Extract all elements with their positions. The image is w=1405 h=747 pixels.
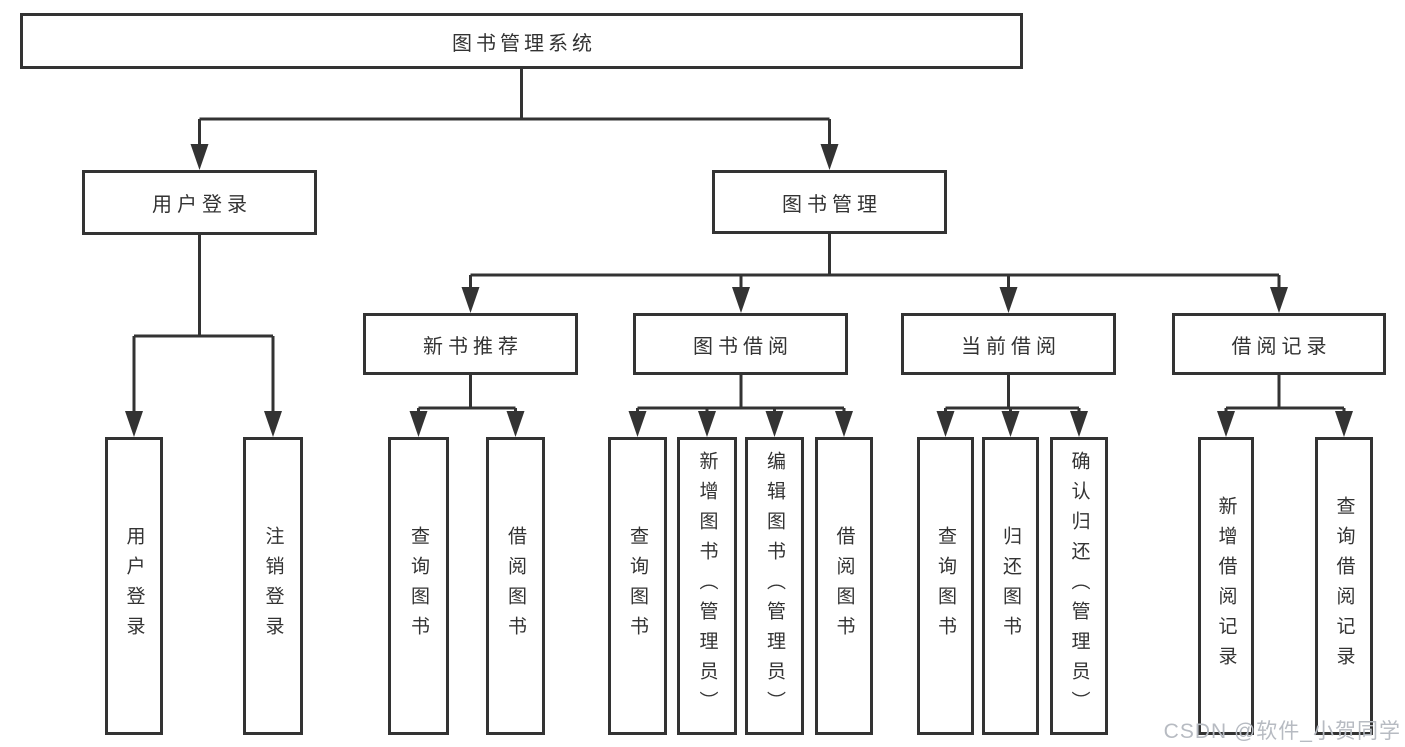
node-label: 当前借阅: [961, 335, 1061, 358]
node-label: 查询借阅记录: [1333, 496, 1355, 676]
node-current-borrow: 当前借阅: [901, 313, 1116, 375]
node-new-book-recommend: 新书推荐: [363, 313, 578, 375]
csdn-watermark: CSDN @软件_小贺同学: [1163, 720, 1401, 743]
arrowhead-icons: [125, 144, 1353, 437]
leaf-current-confirm-return-admin: 确认归还（管理员）: [1050, 437, 1108, 735]
node-book-borrow: 图书借阅: [633, 313, 848, 375]
node-user-login: 用户登录: [82, 170, 317, 235]
node-label: 归还图书: [1000, 526, 1021, 646]
leaf-borrow-borrow-book: 借阅图书: [815, 437, 873, 735]
leaf-recommend-query-book: 查询图书: [388, 437, 449, 735]
node-label: 新增图书（管理员）: [696, 451, 718, 721]
leaf-borrow-add-book-admin: 新增图书（管理员）: [677, 437, 737, 735]
node-label: 查询图书: [935, 526, 956, 646]
node-label: 确认归还（管理员）: [1068, 451, 1090, 721]
leaf-current-return-book: 归还图书: [982, 437, 1039, 735]
node-label: 借阅记录: [1231, 335, 1332, 358]
node-label: 新增借阅记录: [1215, 496, 1237, 676]
leaf-record-query-borrow-record: 查询借阅记录: [1315, 437, 1373, 735]
node-label: 借阅图书: [505, 526, 526, 646]
node-label: 用户登录: [123, 526, 145, 646]
leaf-current-query-book: 查询图书: [917, 437, 974, 735]
node-book-management: 图书管理: [712, 170, 947, 234]
leaf-logout: 注销登录: [243, 437, 303, 735]
leaf-record-add-borrow-record: 新增借阅记录: [1198, 437, 1254, 735]
node-label: 查询图书: [408, 526, 429, 646]
node-label: 图书管理系统: [452, 32, 596, 55]
node-label: 借阅图书: [833, 526, 855, 646]
node-borrow-record: 借阅记录: [1172, 313, 1386, 375]
leaf-recommend-borrow-book: 借阅图书: [486, 437, 545, 735]
leaf-borrow-query-book: 查询图书: [608, 437, 667, 735]
node-label: 新书推荐: [423, 335, 523, 358]
node-label: 注销登录: [262, 526, 284, 646]
node-label: 图书借阅: [693, 335, 793, 358]
node-label: 查询图书: [627, 526, 648, 646]
node-label: 图书管理: [782, 193, 882, 216]
leaf-borrow-edit-book-admin: 编辑图书（管理员）: [745, 437, 804, 735]
node-library-management-system: 图书管理系统: [20, 13, 1023, 69]
node-label: 用户登录: [152, 194, 252, 216]
node-label: 编辑图书（管理员）: [764, 451, 785, 721]
leaf-user-login: 用户登录: [105, 437, 163, 735]
